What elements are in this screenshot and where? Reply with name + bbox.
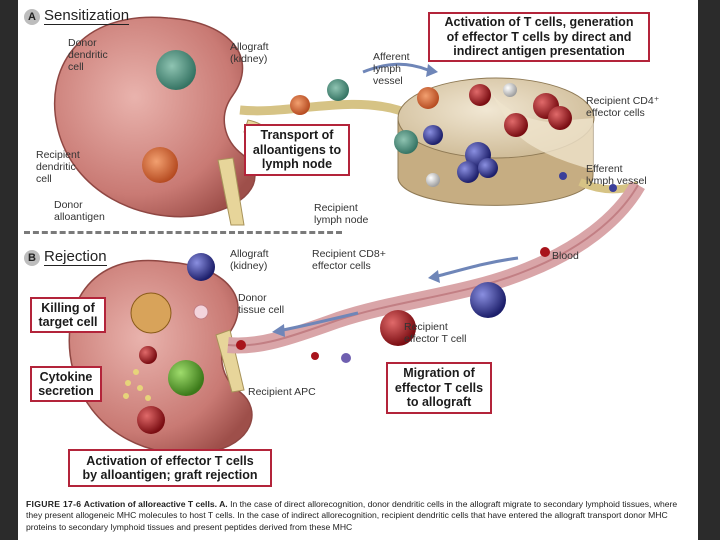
migrating-dendritic-cell-icon <box>327 79 349 101</box>
section-a-badge: A <box>24 8 40 25</box>
diagram-illustration <box>53 16 645 455</box>
section-b-badge: B <box>24 249 40 266</box>
left-margin <box>0 0 18 540</box>
target-cell-icon <box>130 292 172 334</box>
label-allograft-top: Allograft(kidney) <box>230 41 269 65</box>
caption-text: In the case of direct allorecognition, d… <box>26 499 678 532</box>
naive-t-cell-icon <box>426 173 440 187</box>
label-recipient-cd8-effector: Recipient CD8+effector cells <box>312 248 386 272</box>
recipient-dendritic-cell-icon <box>142 147 178 183</box>
figure-caption: FIGURE 17-6 Activation of alloreactive T… <box>26 499 694 533</box>
flow-arrow-icon <box>362 62 429 74</box>
cd8-effector-cell-icon <box>457 161 479 183</box>
caption-figure-title: Activation of alloreactive T cells. A. <box>83 499 228 509</box>
cd8-effector-cell-icon <box>478 158 498 178</box>
right-margin <box>698 0 720 540</box>
label-recipient-cd4-effector: Recipient CD4⁺effector cells <box>586 95 660 119</box>
cd4-t-cell-icon <box>469 84 491 106</box>
arrowhead-icon <box>272 324 285 337</box>
section-b-title: Rejection <box>44 248 107 266</box>
circulating-cell-icon <box>540 247 550 257</box>
section-a-title: Sensitization <box>44 7 130 25</box>
migrating-dendritic-cell-icon <box>290 95 310 115</box>
arrowhead-icon <box>428 270 440 283</box>
section-b-label: B Rejection <box>24 249 107 266</box>
label-allograft-bottom: Allograft(kidney) <box>230 248 269 272</box>
cd4-effector-cell-icon <box>548 106 572 130</box>
caption-figure-number: FIGURE 17-6 <box>26 499 82 509</box>
arrowhead-icon <box>426 64 438 77</box>
section-divider <box>24 231 342 234</box>
node-dendritic-cell-icon <box>394 130 418 154</box>
section-a-label: A Sensitization <box>24 7 130 25</box>
node-dendritic-cell-icon <box>417 87 439 109</box>
recipient-effector-t-cell-icon <box>380 310 416 346</box>
recipient-effector-t-cell-icon <box>470 282 506 318</box>
label-blood: Blood <box>552 250 579 262</box>
flow-arrow-icon <box>437 256 519 278</box>
circulating-cell-icon <box>311 352 319 360</box>
recipient-apc-icon <box>168 360 204 396</box>
cd4-effector-cell-icon <box>504 113 528 137</box>
donor-dendritic-cell-icon <box>156 50 196 90</box>
donor-tissue-cell-icon <box>193 304 209 320</box>
circulating-cell-icon <box>559 172 567 180</box>
circulating-cell-icon <box>609 184 617 192</box>
cd8-t-cell-icon <box>423 125 443 145</box>
circulating-cell-icon <box>236 340 246 350</box>
cytokine-dots-icon <box>123 369 151 401</box>
label-recipient-apc: Recipient APC <box>248 386 316 398</box>
cd4-effector-cell-icon <box>139 346 157 364</box>
circulating-cell-icon <box>341 353 351 363</box>
cd8-effector-cell-icon <box>187 253 215 281</box>
naive-t-cell-icon <box>503 83 517 97</box>
cd4-effector-cell-icon <box>137 406 165 434</box>
flow-arrow-icon <box>282 311 359 332</box>
